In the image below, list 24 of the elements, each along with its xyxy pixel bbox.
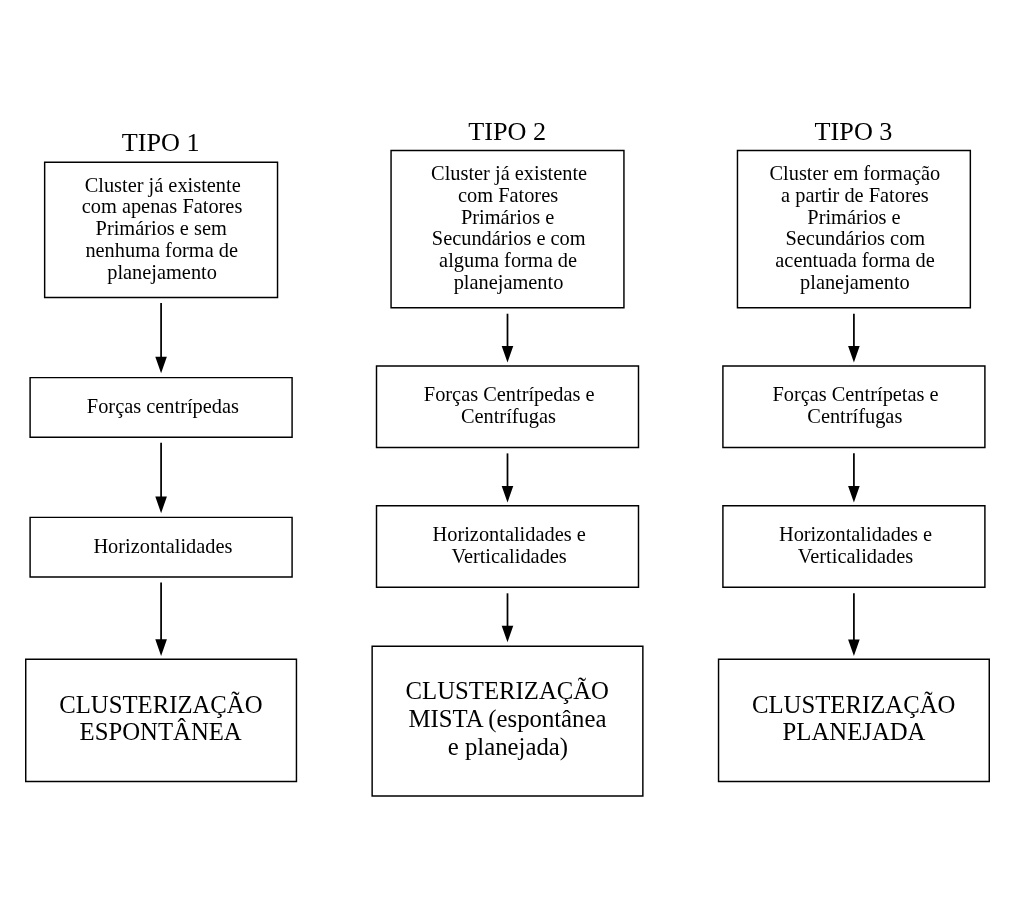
node-box: Forças centrípedas — [29, 376, 293, 439]
node-box: Horizontalidades — [29, 516, 293, 578]
node-box: Cluster já existente com apenas Fatores Primários e sem nenhuma forma de planejamento — [43, 161, 279, 299]
node-label: TIPO 3 — [814, 116, 893, 146]
node-label: TIPO 1 — [121, 128, 200, 158]
node-box: Forças Centrípetas e Centrífugas — [722, 365, 986, 449]
node-box: CLUSTERIZAÇÃO PLANEJADA — [717, 658, 990, 783]
node-box: CLUSTERIZAÇÃO ESPONTÂNEA — [25, 658, 298, 783]
arrow — [848, 592, 860, 657]
arrow — [501, 312, 514, 363]
arrow — [848, 452, 860, 503]
node-label: TIPO 2 — [468, 116, 547, 146]
node-box: Cluster já existente com Fatores Primários e Secundários e com alguma forma de planejamento — [390, 149, 625, 309]
arrow — [848, 312, 860, 363]
arrow — [155, 441, 167, 514]
node-box: Forças Centrípedas e Centrífugas — [375, 365, 640, 449]
node-box: Horizontalidades e Verticalidades — [375, 504, 640, 588]
node-box: Cluster em formação a partir de Fatores Primários e Secundários com acentuada forma de planejamento — [736, 149, 972, 309]
arrow — [501, 592, 514, 643]
arrow — [501, 452, 514, 503]
arrow — [155, 581, 167, 656]
node-box: Horizontalidades e Verticalidades — [722, 504, 986, 588]
node-box: CLUSTERIZAÇÃO MISTA (espontânea e planejada) — [371, 645, 644, 797]
arrow — [155, 302, 167, 374]
